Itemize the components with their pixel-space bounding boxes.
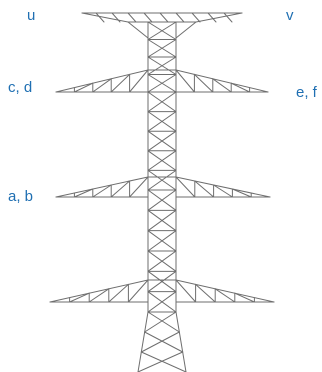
- phase-label-c-d: c, d: [8, 79, 33, 96]
- mast-brace: [147, 270, 177, 293]
- mast-brace: [147, 21, 177, 40]
- base-brace: [140, 351, 187, 372]
- arm-diagonal: [108, 283, 129, 303]
- top-arm-lattice: [143, 12, 153, 23]
- arm-diagonal: [88, 288, 110, 303]
- mast-brace: [147, 291, 177, 313]
- arm-diagonal: [127, 279, 149, 303]
- base-brace: [144, 331, 184, 353]
- arm-diagonal: [231, 188, 252, 198]
- top-arm-lattice: [207, 12, 217, 23]
- base-leg-right: [175, 311, 187, 372]
- top-arm-lattice: [95, 12, 105, 23]
- arm-top-chord: [49, 279, 149, 303]
- mast-brace: [147, 150, 177, 171]
- top-arm-edge-right: [195, 12, 243, 23]
- arm-top-chord: [55, 176, 149, 198]
- arm-diagonal: [69, 292, 90, 303]
- mast-brace: [147, 250, 177, 272]
- top-arm-strut-left: [127, 21, 149, 39]
- phase-label-v: v: [286, 7, 294, 24]
- phase-label-a-b: a, b: [8, 188, 34, 205]
- mast-brace: [147, 209, 177, 232]
- base-brace: [140, 331, 180, 353]
- top-arm-lattice: [111, 12, 121, 23]
- mast-brace: [147, 91, 177, 113]
- arm-diagonal: [110, 180, 131, 198]
- arm-diagonal: [175, 176, 196, 198]
- mast-brace: [147, 111, 177, 132]
- arm-top-chord: [175, 279, 275, 303]
- base-brace: [137, 351, 184, 372]
- top-arm-strut-right: [175, 21, 197, 39]
- arm-diagonal: [175, 69, 195, 93]
- mast-brace: [147, 230, 177, 252]
- phase-label-u: u: [27, 7, 36, 24]
- arm-diagonal: [234, 292, 255, 303]
- arm-diagonal: [129, 176, 149, 198]
- mast-brace: [147, 39, 177, 58]
- arm-diagonal: [212, 78, 232, 93]
- arm-diagonal: [230, 82, 251, 93]
- mast-brace: [147, 169, 177, 191]
- arm-diagonal: [193, 73, 214, 93]
- top-arm-lattice: [159, 12, 169, 23]
- top-arm-lattice: [175, 12, 185, 23]
- base-brace: [144, 311, 177, 333]
- arm-diagonal: [195, 283, 216, 303]
- arm-diagonal: [214, 288, 236, 303]
- mast-brace: [147, 189, 177, 211]
- arm-diagonal: [92, 184, 112, 198]
- tower-structure: [49, 12, 275, 372]
- base-brace: [147, 311, 180, 333]
- arm-diagonal: [73, 188, 94, 198]
- arm-diagonal: [73, 82, 94, 93]
- top-arm-edge-left: [81, 12, 129, 23]
- top-arm-lattice: [127, 12, 137, 23]
- arm-diagonal: [129, 69, 149, 93]
- arm-top-chord: [175, 176, 271, 198]
- top-arm-lattice: [223, 12, 233, 23]
- top-arm-lattice: [191, 12, 201, 23]
- mast-brace: [147, 74, 177, 93]
- arm-diagonal: [175, 279, 197, 303]
- arm-diagonal: [194, 180, 215, 198]
- phase-label-e-f: e, f: [296, 84, 317, 101]
- arm-top-chord: [175, 69, 269, 93]
- arm-diagonal: [92, 78, 112, 93]
- mast-brace: [147, 130, 177, 152]
- mast-brace: [147, 56, 177, 75]
- base-leg-left: [137, 311, 149, 372]
- arm-diagonal: [110, 73, 131, 93]
- arm-top-chord: [55, 69, 149, 93]
- arm-diagonal: [213, 184, 233, 198]
